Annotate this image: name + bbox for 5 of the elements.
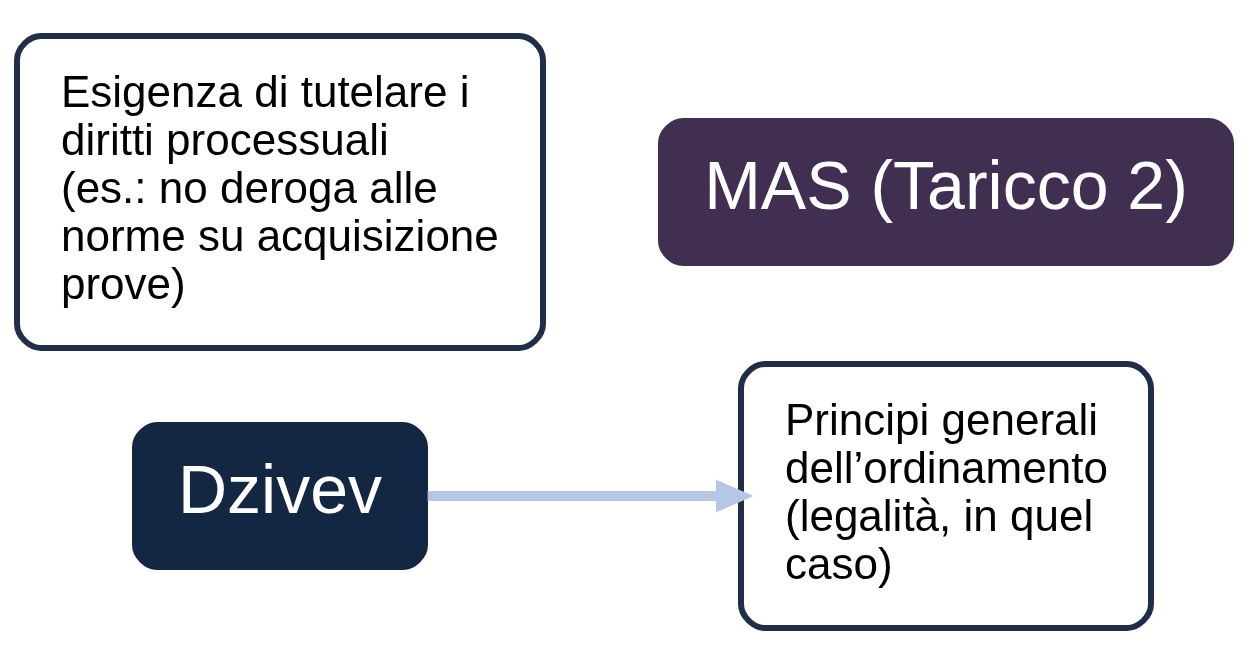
node-box: Esigenza di tutelare i diritti processuali (es.: no deroga alle norme su acquisizione prove): [14, 32, 546, 351]
node-box: Dzivev: [132, 421, 428, 570]
arrow: [427, 479, 754, 512]
node-box: Principi generali dell’ordinamento (legalità, in quel caso): [738, 360, 1154, 631]
node-box: MAS (Taricco 2): [658, 117, 1234, 266]
